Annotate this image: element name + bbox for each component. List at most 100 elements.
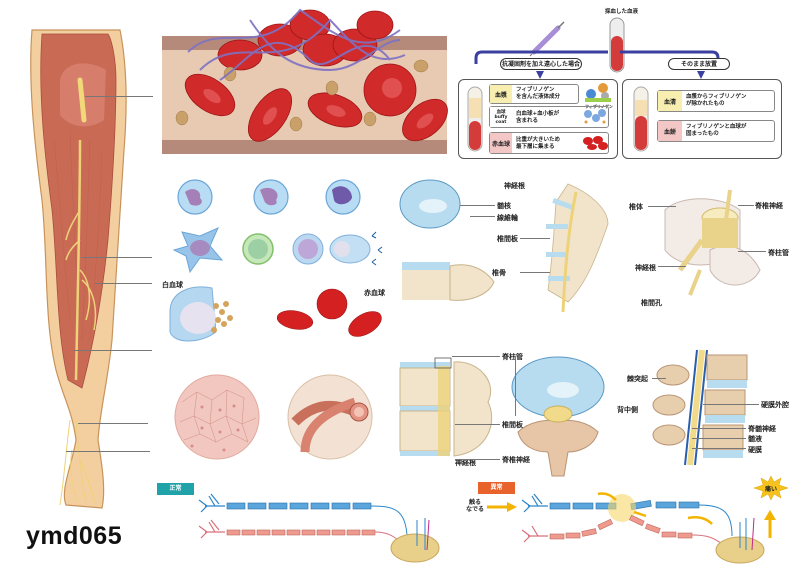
pointer-line <box>692 428 746 429</box>
dura-mater-label: 硬膜 <box>748 446 762 454</box>
anticoagulant-branch-label: 抗凝固剤を加え遠心した場合 <box>500 58 582 70</box>
normal-nerve-pathway <box>198 493 440 563</box>
nucleus-pulposus-label: 髄核 <box>497 202 511 210</box>
blood-vessel-clot-illustration <box>160 0 450 160</box>
test-tube-icon <box>609 17 625 73</box>
red-blood-cell-row: 赤血球 比重が大きいため 最下層に集まる <box>489 132 609 154</box>
pointer-line <box>455 459 500 460</box>
vessel-svg <box>162 8 448 154</box>
stimulus-arrow-icon <box>487 502 517 512</box>
tissue-cells-illustration <box>172 372 262 462</box>
blood-clot-tag: 血餅 <box>658 121 682 141</box>
annulus-fibrosus-label: 線維輪 <box>497 214 518 222</box>
buffy-coat-description: 白血球+血小板が 含まれる <box>516 111 560 124</box>
leg-anatomy-illustration <box>20 20 160 510</box>
syringe-icon <box>529 21 565 57</box>
spinal-canal-label: 脊柱管 <box>768 249 789 257</box>
leg-svg <box>30 29 127 509</box>
blood-clot-description: フィブリノゲンと血球が 固まったもの <box>686 124 747 137</box>
pointer-line <box>452 356 500 357</box>
abnormal-badge: 異常 <box>478 482 515 494</box>
spinal-nerve-label: 脊椎神経 <box>755 202 783 210</box>
vertebra-3d-illustration <box>660 189 770 300</box>
untreated-tube-icon <box>633 86 649 152</box>
epidural-space-label: 硬膜外腔 <box>761 401 789 409</box>
leg-pointer-line <box>66 451 150 452</box>
centrifuged-tube-icon <box>467 86 483 152</box>
pointer-line <box>652 378 666 379</box>
collected-blood-label: 採血した血液 <box>605 9 639 15</box>
nerve-root-label: 神経根 <box>504 182 525 190</box>
down-arrow-icon <box>536 71 544 79</box>
spinal-nerve-label-2: 脊椎神経 <box>502 456 530 464</box>
leg-pointer-line <box>85 96 153 97</box>
pain-burst: 痛い <box>753 475 789 501</box>
spinal-canal-illustration <box>398 352 618 477</box>
pointer-line <box>460 205 495 206</box>
spinal-cord-section-illustration <box>652 349 755 466</box>
blood-cells-illustration <box>160 172 400 352</box>
vertebra-label: 椎骨 <box>492 269 506 277</box>
spinous-process-label: 棘突起 <box>627 375 648 383</box>
pointer-line <box>520 272 550 273</box>
cells-svg <box>169 179 383 342</box>
pointer-line <box>738 205 754 206</box>
fibrinogen-molecule-icon <box>585 83 611 102</box>
intervertebral-foramen-label: 椎間孔 <box>641 299 662 307</box>
serum-description: 血漿からフィブリノゲン が除かれたもの <box>686 94 747 107</box>
pain-label: 痛い <box>764 486 777 493</box>
red-blood-cell-description: 比重が大きいため 最下層に集まる <box>516 137 561 150</box>
white-cells-platelets-icon <box>584 109 606 124</box>
starburst-icon <box>753 475 789 501</box>
intervertebral-disc-label: 椎間板 <box>497 235 518 243</box>
red-blood-cell-label: 赤血球 <box>364 289 385 297</box>
spinal-canal-svg <box>399 356 605 477</box>
pointer-line <box>658 266 686 267</box>
stimulus-label: 触る なでる <box>466 499 485 513</box>
buffy-coat-tag: 血球 buffy coat <box>490 107 512 127</box>
spinal-canal-label-2: 脊柱管 <box>502 353 523 361</box>
plasma-tag: 血漿 <box>490 85 512 103</box>
blood-vessel-tube-illustration <box>285 372 375 462</box>
pointer-line <box>455 424 500 425</box>
cerebrospinal-fluid-label: 髄液 <box>748 435 762 443</box>
normal-badge: 正常 <box>157 483 194 495</box>
abnormal-nerve-pathway <box>521 492 776 564</box>
intervertebral-disc-label-2: 椎間板 <box>502 421 523 429</box>
leg-pointer-line <box>95 283 152 284</box>
pointer-line <box>470 216 495 217</box>
serum-row: 血清 血漿からフィブリノゲン が除かれたもの <box>657 90 775 112</box>
pointer-line <box>703 404 759 405</box>
pointer-line <box>648 206 676 207</box>
nerve-root-label-2: 神経根 <box>455 459 476 467</box>
pointer-line <box>738 251 766 252</box>
centrifuged-blood-panel: 血漿 フィブリノゲン を含んだ液体成分 フィブリノゲン 血球 buffy coa… <box>458 79 618 159</box>
red-cells-icon <box>583 136 608 150</box>
left-as-is-branch-label: そのまま放置 <box>668 58 730 70</box>
branch-arrows <box>474 50 720 64</box>
pointer-line <box>692 448 746 449</box>
leg-pointer-line <box>74 350 152 351</box>
vertebral-body-label: 椎体 <box>629 203 643 211</box>
blood-clot-row: 血餅 フィブリノゲンと血球が 固まったもの <box>657 120 775 142</box>
intervertebral-disc-spine-illustration <box>398 172 623 313</box>
spinal-cord-nerve-label: 脊髄神経 <box>748 425 776 433</box>
dorsal-side-label: 背中側 <box>617 406 638 414</box>
catalog-code: ymd065 <box>26 522 123 550</box>
plasma-description: フィブリノゲン を含んだ液体成分 <box>516 87 561 100</box>
down-arrow-icon <box>697 71 705 79</box>
plasma-row: 血漿 フィブリノゲン を含んだ液体成分 <box>489 84 579 104</box>
buffy-coat-row: 血球 buffy coat 白血球+血小板が 含まれる <box>489 106 609 128</box>
spine-lateral-svg <box>399 179 609 313</box>
serum-tag: 血清 <box>658 91 682 111</box>
vertebra-3d-svg <box>664 189 761 296</box>
spinal-cord-svg <box>652 349 748 466</box>
leg-pointer-line <box>78 423 148 424</box>
untreated-blood-panel: 血清 血漿からフィブリノゲン が除かれたもの 血餅 フィブリノゲンと血球が 固ま… <box>622 79 782 159</box>
pointer-line <box>692 438 746 439</box>
nerve-root-label-3d: 神経根 <box>635 264 656 272</box>
tissue-svg <box>174 374 260 460</box>
pointer-line <box>515 356 516 416</box>
pointer-line <box>520 238 550 239</box>
leg-pointer-line <box>82 257 152 258</box>
